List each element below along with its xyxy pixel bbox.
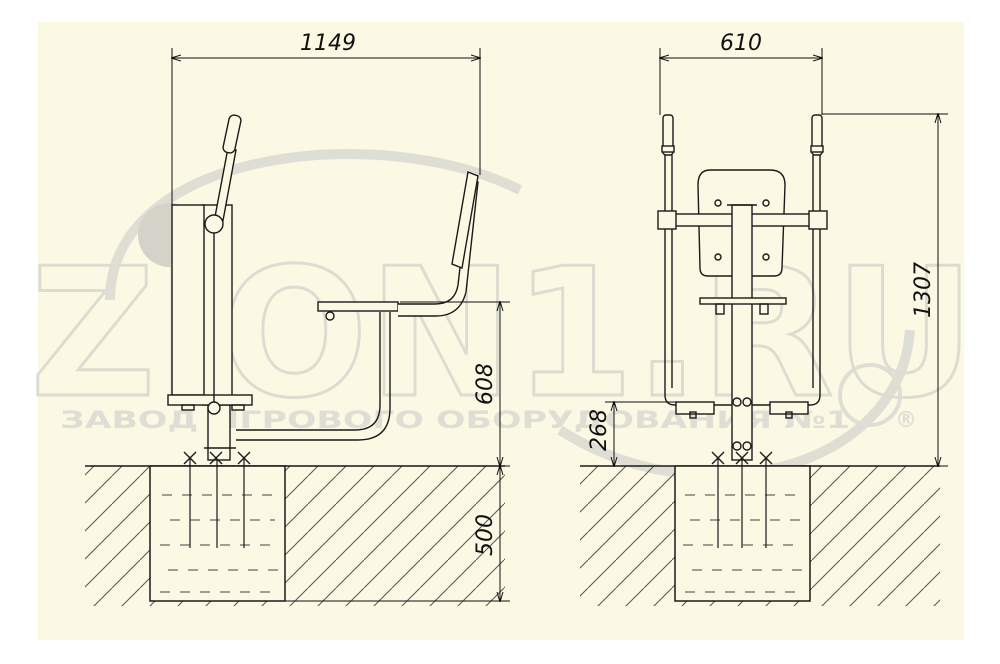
side-anchors: [183, 451, 251, 465]
front-seat: [699, 297, 787, 305]
front-left-footrest: [675, 401, 715, 415]
side-seat-support: [236, 312, 391, 441]
dim-front-total-height: 1307: [911, 262, 936, 318]
watermark-swoosh: [105, 149, 523, 301]
side-main-post: [201, 204, 233, 406]
dim-front-footrest-height: 268: [587, 409, 612, 451]
side-seat: [317, 301, 399, 312]
front-central-post: [731, 204, 753, 461]
ground-left: [85, 465, 505, 606]
side-view: [167, 114, 479, 465]
foundation-left: [149, 458, 286, 602]
dimension-lines: [90, 48, 948, 601]
dim-front-width: 610: [720, 31, 762, 56]
front-right-handle: [810, 114, 824, 395]
dim-side-width: 1149: [300, 31, 356, 56]
front-view: [657, 114, 828, 465]
foundation-right: [674, 458, 811, 602]
front-right-footrest: [769, 401, 809, 415]
side-backrest: [451, 171, 479, 269]
front-anchors: [711, 451, 773, 465]
watermark-registered: ®: [895, 408, 917, 433]
side-back-panel: [171, 204, 205, 396]
dim-foundation-depth: 500: [473, 514, 498, 556]
dim-side-seat-height: 608: [473, 363, 498, 405]
front-left-handle: [661, 114, 675, 395]
side-pivot: [204, 214, 224, 234]
